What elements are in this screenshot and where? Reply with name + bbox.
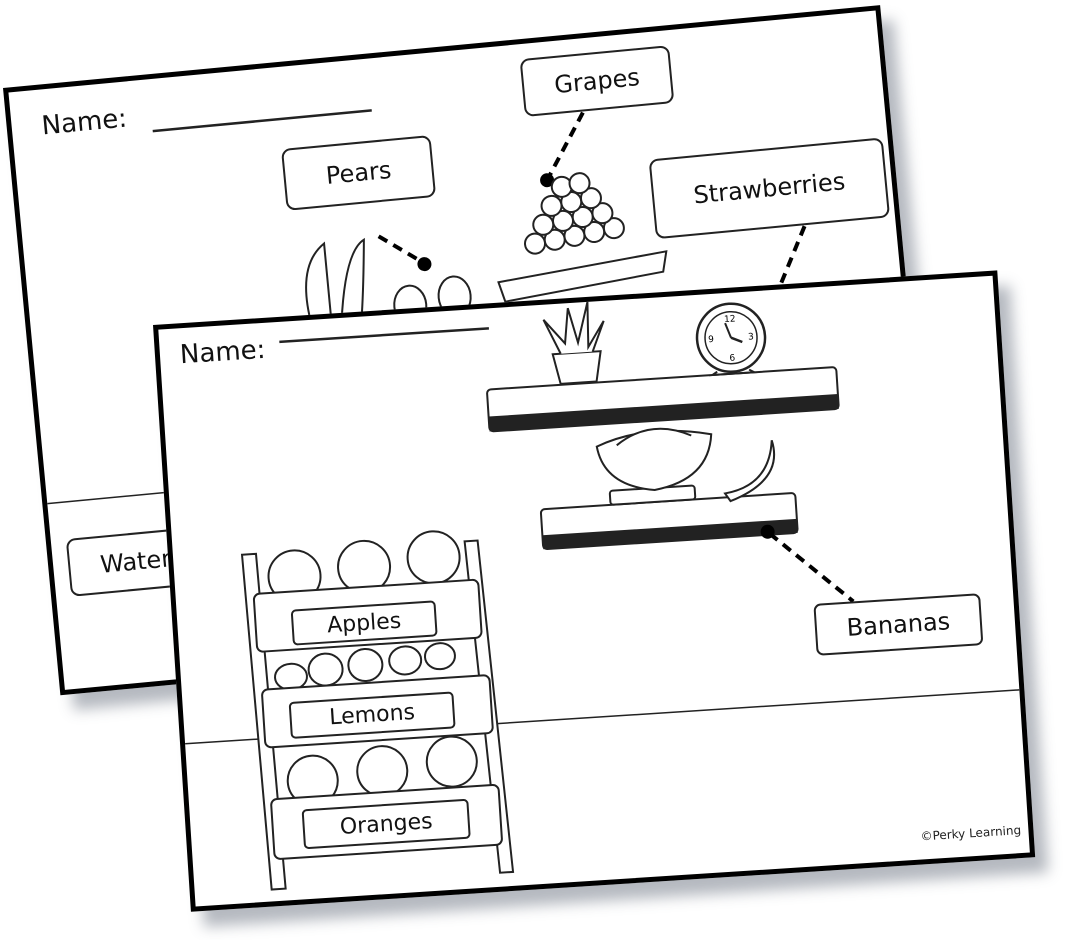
pears-dot: [417, 257, 432, 272]
back-illustration: [47, 109, 915, 505]
grapes-drawing: [497, 172, 668, 303]
grapes-pointer: [547, 111, 585, 178]
clock-6: 6: [729, 353, 736, 363]
clock-12: 12: [724, 314, 736, 325]
oranges-drawing: [286, 735, 478, 807]
clock-3: 3: [748, 332, 754, 342]
clock-drawing: 12 3 6 9: [695, 302, 767, 377]
bottom-shelf: [539, 492, 799, 551]
clock-9: 9: [708, 335, 715, 345]
worksheet-back: Name: Grapes Pears Strawberries Water: [3, 5, 938, 696]
bananas-dot: [760, 524, 775, 539]
front-illustration: 12 3 6 9: [185, 301, 1020, 891]
name-line: [279, 327, 489, 344]
banana-bowl-drawing: [595, 427, 776, 506]
strawberries-pointer: [778, 225, 807, 287]
bananas-pointer: [768, 532, 855, 603]
worksheet-front: 12 3 6 9: [153, 270, 1036, 912]
lemons-drawing: [274, 642, 456, 691]
grapes-dot: [540, 173, 555, 188]
name-label: Name:: [179, 334, 267, 371]
pears-pointer: [377, 234, 423, 264]
label-bananas: Bananas: [813, 593, 984, 656]
name-line: [152, 109, 372, 133]
plant-drawing: [542, 301, 605, 385]
top-shelf: [486, 366, 840, 433]
